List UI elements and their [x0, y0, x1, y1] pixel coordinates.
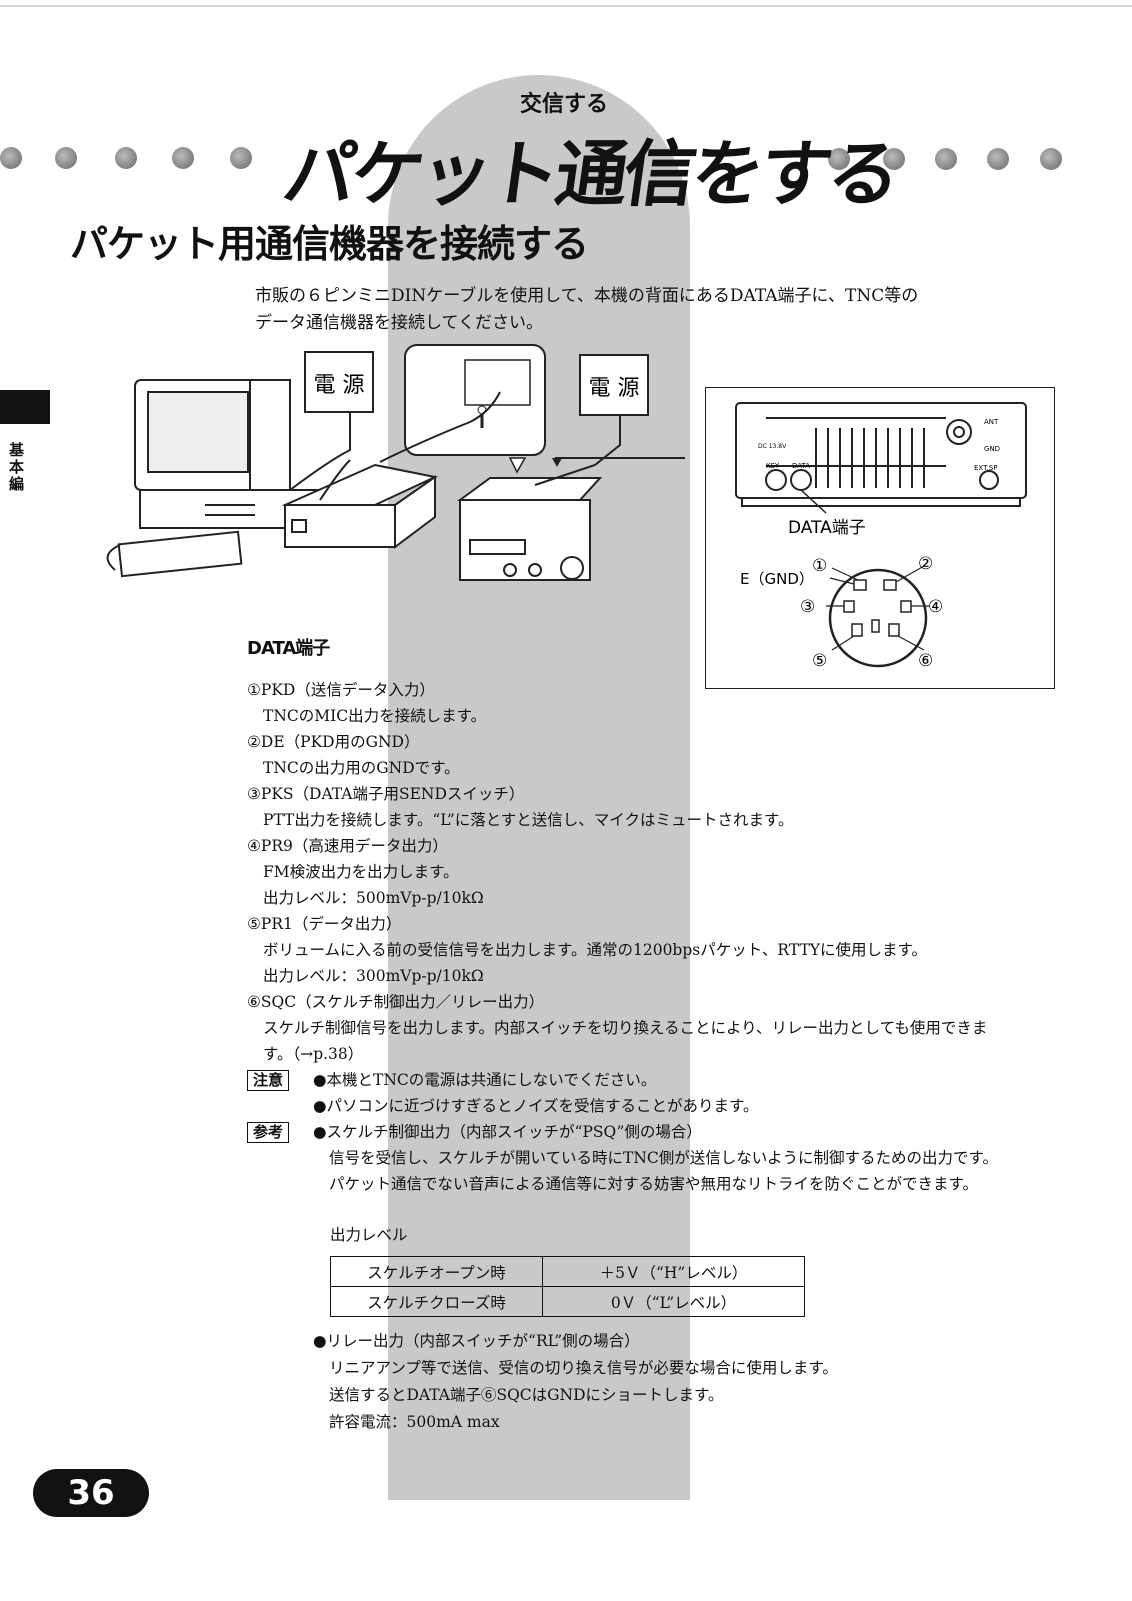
rear-panel-box: ANT GND DC 13.8V KEY DATA EXT.SP DATA端子: [705, 387, 1055, 689]
decor-dot: [230, 147, 252, 169]
table-cell-value: ＋5Ｖ（“H”レベル）: [542, 1256, 805, 1287]
caution-line: ●パソコンに近づけすぎるとノイズを受信することがあります。: [313, 1097, 759, 1115]
notes-section: 注意 ●本機とTNCの電源は共通にしないでください。 ●パソコンに近づけすぎると…: [247, 1067, 1007, 1197]
page-number: 36: [33, 1469, 149, 1517]
table-cell-value: 0Ｖ（“L”レベル）: [542, 1286, 805, 1317]
intro-line: 市販の６ピンミニDINケーブルを使用して、本機の背面にあるDATA端子に、TNC…: [255, 286, 919, 306]
power-supply-box: [579, 354, 649, 416]
rear-panel-illustration: [735, 402, 1027, 507]
decor-dot: [828, 148, 850, 170]
page-title: パケット通信をする: [278, 132, 903, 216]
output-level-table: スケルチオープン時 ＋5Ｖ（“H”レベル） スケルチクローズ時 0Ｖ（“L”レベ…: [330, 1256, 805, 1317]
side-tab-marker: [0, 390, 50, 424]
caution-tag: 注意: [247, 1070, 290, 1091]
pin-item-title: ⑤PR1（データ出力）: [247, 915, 402, 933]
decor-dot: [935, 148, 957, 170]
tnc-illustration: [281, 463, 439, 549]
section-label: 交信する: [520, 92, 609, 117]
side-tab-label: 基本編: [7, 442, 25, 493]
relay-title: ●リレー出力（内部スイッチが“RL”側の場合）: [313, 1332, 640, 1350]
reference-title: ●スケルチ制御出力（内部スイッチが“PSQ”側の場合）: [313, 1123, 702, 1141]
decor-dot: [172, 147, 194, 169]
relay-line: 許容電流：500mA max: [329, 1413, 500, 1431]
pin-item-desc: スケルチ制御信号を出力します。内部スイッチを切り換えることにより、リレー出力とし…: [263, 1019, 988, 1063]
transceiver-illustration: [456, 477, 603, 581]
pin-item-title: ②DE（PKD用のGND）: [247, 733, 420, 751]
pin-item-desc: ボリュームに入る前の受信信号を出力します。通常の1200bpsパケット、RTTY…: [263, 941, 927, 959]
decor-dot: [987, 148, 1009, 170]
pin-item-title: ③PKS（DATA端子用SENDスイッチ）: [247, 785, 525, 803]
decor-dot: [0, 147, 22, 169]
output-level-label: 出力レベル: [330, 1226, 408, 1244]
top-rule: [0, 5, 1132, 7]
table-row: スケルチオープン時 ＋5Ｖ（“H”レベル）: [330, 1256, 805, 1287]
decor-dot: [883, 148, 905, 170]
key-label: KEY: [766, 462, 780, 470]
intro-line: データ通信機器を接続してください。: [255, 313, 543, 333]
pin-1-label: ①: [812, 556, 827, 576]
computer-illustration: [106, 379, 321, 578]
pin-description-list: ①PKD（送信データ入力） TNCのMIC出力を接続します。 ②DE（PKD用の…: [247, 677, 1007, 1067]
data-terminal-label: DATA端子: [788, 518, 866, 538]
table-row: スケルチクローズ時 0Ｖ（“L”レベル）: [330, 1286, 805, 1317]
power-supply-box: [304, 351, 374, 413]
pin-item-desc: TNCの出力用のGNDです。: [263, 759, 460, 777]
ant-label: ANT: [984, 418, 999, 426]
pin-item-desc: FM検波出力を出力します。: [263, 863, 459, 881]
relay-output-section: ●リレー出力（内部スイッチが“RL”側の場合） リニアアンプ等で送信、受信の切り…: [313, 1328, 1013, 1436]
pin-item-desc: 出力レベル：500mVp-p/10kΩ: [263, 889, 484, 907]
sub-title: パケット用通信機器を接続する: [70, 222, 589, 266]
relay-line: 送信するとDATA端子⑥SQCはGNDにショートします。: [329, 1386, 724, 1404]
table-cell-state: スケルチオープン時: [330, 1256, 543, 1287]
connection-diagram: 電 源 電 源: [106, 344, 685, 581]
decor-dot: [1040, 148, 1062, 170]
gnd-pin-label: E（GND）: [740, 570, 814, 588]
pin-item-desc: 出力レベル：300mVp-p/10kΩ: [263, 967, 484, 985]
relay-line: リニアアンプ等で送信、受信の切り換え信号が必要な場合に使用します。: [329, 1359, 838, 1377]
caution-line: ●本機とTNCの電源は共通にしないでください。: [313, 1071, 657, 1089]
heatsink-fins: [815, 428, 925, 488]
dc-label: DC 13.8V: [758, 443, 787, 450]
pin-3-label: ③: [800, 597, 815, 617]
intro-text: 市販の６ピンミニDINケーブルを使用して、本機の背面にあるDATA端子に、TNC…: [255, 283, 1025, 337]
pin-item-desc: TNCのMIC出力を接続します。: [263, 707, 487, 725]
reference-body: 信号を受信し、スケルチが開いている時にTNC側が送信しないように制御するための出…: [329, 1149, 998, 1193]
pin-6-label: ⑥: [918, 651, 933, 671]
pin-item-desc: PTT出力を接続します。“L”に落とすと送信し、マイクはミュートされます。: [263, 811, 794, 829]
pin-4-label: ④: [928, 597, 943, 617]
pin-item-title: ⑥SQC（スケルチ制御出力／リレー出力）: [247, 993, 545, 1011]
ext-sp-label: EXT.SP: [974, 464, 997, 472]
data-jack-label: DATA: [792, 462, 810, 470]
power-label: 電 源: [589, 376, 640, 401]
reference-tag: 参考: [247, 1122, 290, 1143]
data-terminal-heading: DATA端子: [247, 638, 330, 659]
gnd-panel-label: GND: [984, 445, 1000, 453]
pin-2-label: ②: [918, 554, 933, 574]
pin-item-title: ①PKD（送信データ入力）: [247, 681, 435, 699]
din-pins: [843, 579, 912, 637]
din-connector: [828, 568, 928, 668]
decor-dot: [55, 147, 77, 169]
power-label: 電 源: [314, 373, 365, 398]
table-cell-state: スケルチクローズ時: [330, 1286, 543, 1317]
pin-item-title: ④PR9（高速用データ出力）: [247, 837, 448, 855]
decor-dot: [115, 147, 137, 169]
pin-5-label: ⑤: [812, 651, 827, 671]
